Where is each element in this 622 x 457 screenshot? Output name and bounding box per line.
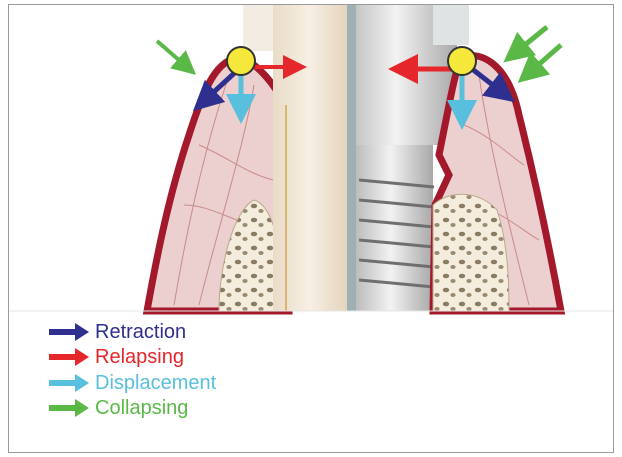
legend-item-retraction: Retraction — [49, 319, 216, 345]
tooth-crown-edge — [243, 5, 273, 51]
figure-frame: Retraction Relapsing Displacement Collap… — [8, 4, 614, 453]
arrow-right-icon — [49, 321, 89, 343]
arrow-right-icon — [49, 346, 89, 368]
right-collapsing-arrow-2 — [529, 45, 561, 73]
legend-label-retraction: Retraction — [95, 321, 186, 343]
legend-item-displacement: Displacement — [49, 370, 216, 396]
right-collapsing-arrow-1 — [515, 27, 547, 53]
legend-label-collapsing: Collapsing — [95, 397, 188, 419]
arrow-right-icon — [49, 397, 89, 419]
legend-item-collapsing: Collapsing — [49, 396, 216, 422]
implant-gap-line — [347, 5, 356, 311]
legend-label-relapsing: Relapsing — [95, 346, 184, 368]
right-marker-icon — [448, 47, 476, 75]
implant-cap — [433, 5, 469, 45]
natural-tooth — [273, 5, 347, 311]
legend-item-relapsing: Relapsing — [49, 345, 216, 371]
right-bone — [433, 194, 509, 311]
legend-label-displacement: Displacement — [95, 372, 216, 394]
left-marker-icon — [227, 47, 255, 75]
tooth-root-line — [285, 105, 287, 311]
legend: Retraction Relapsing Displacement Collap… — [49, 319, 216, 421]
left-collapsing-arrow — [157, 41, 187, 67]
arrow-right-icon — [49, 372, 89, 394]
